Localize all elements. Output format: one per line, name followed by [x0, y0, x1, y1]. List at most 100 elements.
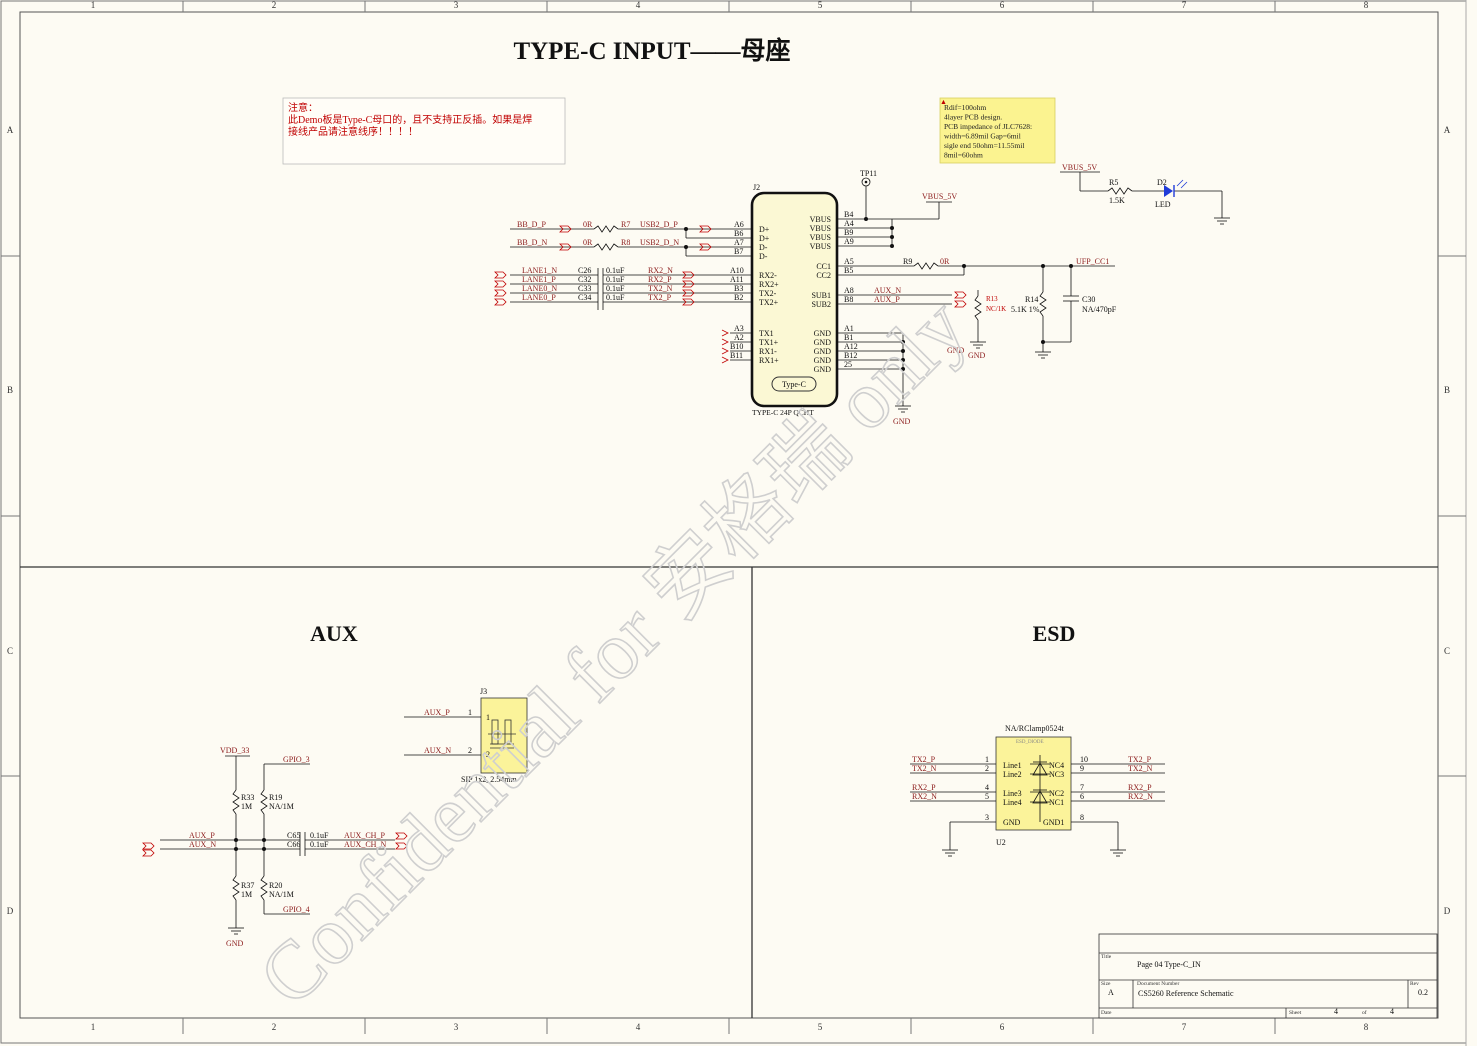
- svg-text:TX2-: TX2-: [759, 289, 777, 298]
- svg-text:25: 25: [844, 360, 852, 369]
- svg-text:5.1K 1%: 5.1K 1%: [1011, 305, 1040, 314]
- svg-text:D-: D-: [759, 243, 768, 252]
- svg-text:A7: A7: [734, 238, 744, 247]
- page-title-typec: TYPE-C INPUT——母座: [513, 36, 790, 65]
- svg-text:VBUS_5V: VBUS_5V: [922, 192, 957, 201]
- svg-text:RX2_P: RX2_P: [1128, 783, 1152, 792]
- svg-text:0.1uF: 0.1uF: [310, 840, 329, 849]
- row-label: D: [1444, 906, 1451, 916]
- svg-text:1.5K: 1.5K: [1109, 196, 1125, 205]
- svg-text:LANE0_N: LANE0_N: [522, 284, 557, 293]
- svg-text:R20: R20: [269, 881, 282, 890]
- svg-text:0R: 0R: [583, 238, 593, 247]
- svg-text:TX2+: TX2+: [759, 298, 779, 307]
- svg-text:C33: C33: [578, 284, 591, 293]
- svg-text:D+: D+: [759, 225, 770, 234]
- svg-text:GND: GND: [968, 351, 986, 360]
- svg-text:B5: B5: [844, 266, 853, 275]
- svg-text:AUX_P: AUX_P: [874, 295, 900, 304]
- svg-text:VBUS: VBUS: [810, 233, 831, 242]
- col-label: 5: [818, 1022, 823, 1032]
- svg-text:Sheet: Sheet: [1289, 1010, 1302, 1016]
- svg-text:NA/1M: NA/1M: [269, 890, 294, 899]
- tvs-diode-icon: [1032, 790, 1048, 804]
- svg-text:PCB impedance of JLC7628:: PCB impedance of JLC7628:: [944, 122, 1032, 131]
- svg-text:Title: Title: [1101, 954, 1112, 960]
- offpage-connector-icon: [142, 832, 408, 857]
- svg-text:A12: A12: [844, 342, 858, 351]
- svg-text:5: 5: [985, 792, 989, 801]
- row-label: C: [1444, 646, 1450, 656]
- sticky-flag-icon: ▲: [940, 98, 947, 106]
- svg-text:0R: 0R: [940, 257, 950, 266]
- svg-text:B7: B7: [734, 247, 743, 256]
- svg-text:Date: Date: [1101, 1010, 1112, 1016]
- svg-text:4: 4: [985, 783, 989, 792]
- offpage-connector-icon: [494, 271, 695, 306]
- svg-text:USB2_D_P: USB2_D_P: [640, 220, 678, 229]
- svg-text:LED: LED: [1155, 200, 1171, 209]
- svg-text:SIP 1x2_2.54mm: SIP 1x2_2.54mm: [461, 775, 517, 784]
- svg-text:B12: B12: [844, 351, 857, 360]
- svg-text:C65: C65: [287, 831, 300, 840]
- cc-network: R9 R14 5.1K 1% C30 NA/470pF 0R UFP_CC1: [862, 257, 1117, 359]
- col-label: 3: [454, 1022, 459, 1032]
- svg-text:B4: B4: [844, 210, 853, 219]
- col-label: 4: [636, 0, 641, 10]
- svg-text:Document Number: Document Number: [1137, 981, 1179, 987]
- svg-text:sigle end 50ohm=11.55mil: sigle end 50ohm=11.55mil: [944, 141, 1024, 150]
- svg-text:0.1uF: 0.1uF: [310, 831, 329, 840]
- svg-text:VBUS_5V: VBUS_5V: [1062, 163, 1097, 172]
- svg-text:GND: GND: [1003, 818, 1021, 827]
- svg-text:NC1: NC1: [1049, 798, 1064, 807]
- svg-text:Line2: Line2: [1003, 770, 1022, 779]
- svg-text:GPIO_3: GPIO_3: [283, 755, 310, 764]
- svg-text:0.2: 0.2: [1418, 988, 1428, 997]
- svg-text:B9: B9: [844, 228, 853, 237]
- svg-text:R19: R19: [269, 793, 282, 802]
- svg-text:2: 2: [486, 750, 490, 759]
- svg-text:TX2_N: TX2_N: [648, 284, 673, 293]
- col-label: 7: [1182, 1022, 1187, 1032]
- svg-text:A1: A1: [844, 324, 854, 333]
- svg-text:R37: R37: [241, 881, 254, 890]
- svg-text:Rev: Rev: [1410, 981, 1419, 987]
- border-rows: A B C D A B C D: [1, 125, 1466, 916]
- svg-text:CS5260 Reference Schematic: CS5260 Reference Schematic: [1138, 989, 1234, 998]
- section-title-aux: AUX: [310, 621, 358, 646]
- svg-text:NC4: NC4: [1049, 761, 1064, 770]
- svg-text:U2: U2: [996, 838, 1006, 847]
- svg-text:GND1: GND1: [1043, 818, 1064, 827]
- svg-text:B11: B11: [730, 351, 743, 360]
- border-columns: 1 2 3 4 5 6 7 8 1 2 3 4 5 6 7 8: [91, 0, 1369, 1034]
- svg-text:8: 8: [1080, 813, 1084, 822]
- row-label: C: [7, 646, 13, 656]
- svg-text:C30: C30: [1082, 295, 1095, 304]
- svg-text:A2: A2: [734, 333, 744, 342]
- svg-text:width=6.89mil Gap=6mil: width=6.89mil Gap=6mil: [944, 132, 1021, 141]
- svg-text:A3: A3: [734, 324, 744, 333]
- tvs-diode-icon: [1032, 762, 1048, 776]
- svg-text:AUX_N: AUX_N: [424, 746, 451, 755]
- svg-text:R33: R33: [241, 793, 254, 802]
- svg-text:VBUS: VBUS: [810, 215, 831, 224]
- svg-text:VDD_33: VDD_33: [220, 746, 249, 755]
- svg-text:A11: A11: [730, 275, 743, 284]
- col-label: 8: [1364, 1022, 1369, 1032]
- svg-text:0.1uF: 0.1uF: [606, 275, 625, 284]
- svg-text:0R: 0R: [583, 220, 593, 229]
- col-label: 7: [1182, 0, 1187, 10]
- svg-text:AUX_CH_N: AUX_CH_N: [344, 840, 386, 849]
- svg-text:NA/1M: NA/1M: [269, 802, 294, 811]
- col-label: 3: [454, 0, 459, 10]
- svg-text:8mil=60ohm: 8mil=60ohm: [944, 151, 983, 160]
- offpage-connector-icon: [559, 225, 712, 251]
- j2-gnd: GND GND: [862, 332, 965, 426]
- svg-text:AUX_P: AUX_P: [189, 831, 215, 840]
- svg-text:TX2_P: TX2_P: [912, 755, 936, 764]
